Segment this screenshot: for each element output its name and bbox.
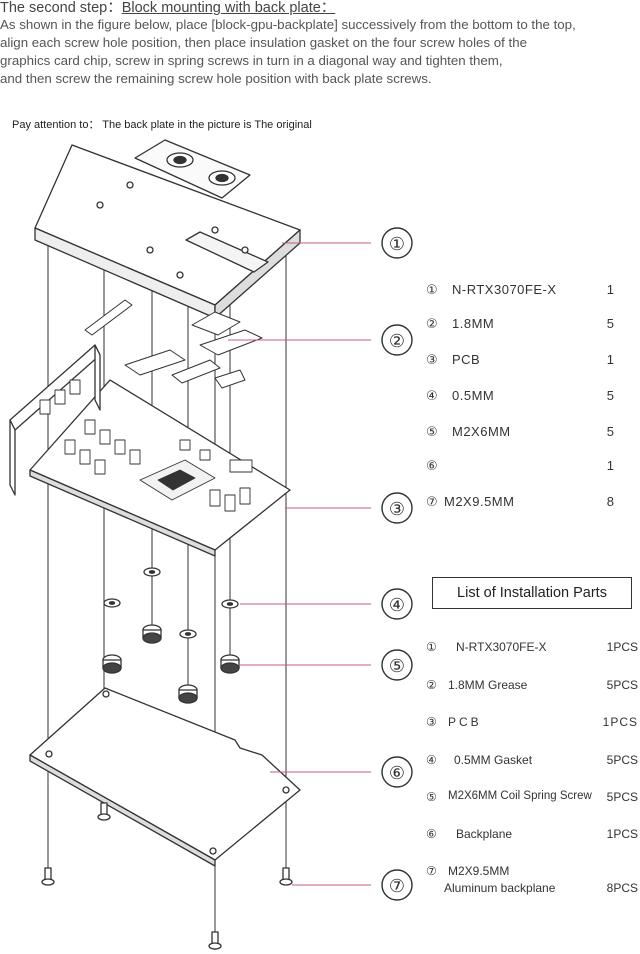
thermal-pads	[84, 299, 263, 389]
attention-note: Pay attention to： The back plate in the …	[12, 119, 312, 131]
callout-6-label: ⑥	[389, 763, 405, 783]
description-line-4: and then screw the remaining screw hole …	[0, 71, 432, 86]
callout-3: ③	[381, 492, 413, 524]
gaskets	[103, 567, 239, 639]
callout-4-label: ④	[389, 595, 405, 615]
step-description: As shown in the figure below, place [blo…	[0, 16, 640, 88]
callout-7: ⑦	[381, 869, 413, 901]
backplate-screws	[41, 802, 293, 950]
step-title: The second step：Block mounting with back…	[0, 0, 640, 16]
callout-2: ②	[381, 324, 413, 356]
spring-screws	[102, 624, 240, 704]
description-line-2: align each screw hole position, then pla…	[0, 35, 528, 50]
backplate	[29, 687, 301, 867]
exploded-assembly-diagram: ① ② ③ ④ ⑤ ⑥ ⑦	[9, 139, 413, 950]
callout-6: ⑥	[381, 756, 413, 788]
callout-5-label: ⑤	[389, 656, 405, 676]
pcb-board	[9, 344, 291, 557]
callout-1-label: ①	[389, 234, 405, 254]
callout-2-label: ②	[389, 331, 405, 351]
description-line-3: graphics card chip, screw in spring scre…	[0, 53, 503, 68]
step-title-main: Block mounting with back plate：	[121, 0, 336, 16]
leader-lines	[228, 242, 371, 886]
instructions-header: The second step：Block mounting with back…	[0, 0, 640, 88]
parts-list-title: List of Installation Parts	[432, 577, 632, 609]
description-line-1: As shown in the figure below, place [blo…	[0, 17, 576, 32]
callout-4: ④	[381, 588, 413, 620]
callout-5: ⑤	[381, 649, 413, 681]
callout-1: ①	[381, 227, 413, 259]
callout-7-label: ⑦	[389, 876, 405, 896]
step-title-prefix: The second step：	[0, 0, 122, 16]
callout-3-label: ③	[389, 499, 405, 519]
water-block	[34, 139, 301, 319]
